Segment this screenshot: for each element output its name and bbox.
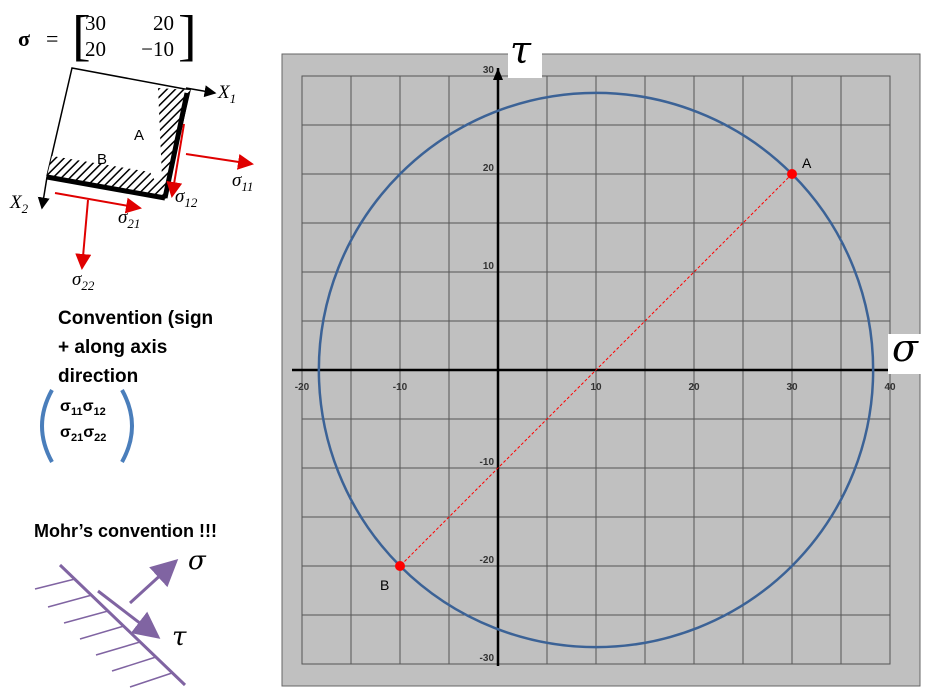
left-bracket: [	[72, 5, 91, 67]
mohr-hatching	[34, 578, 173, 688]
x-tick-label: 30	[786, 382, 798, 393]
y-tick-label: -10	[480, 457, 495, 468]
convention-line-3: direction	[58, 366, 139, 387]
x-tick-label: 40	[884, 382, 896, 393]
y-tick-label: 10	[483, 261, 495, 272]
hatched-face-a	[145, 88, 190, 198]
mohr-circle	[317, 91, 875, 649]
convention-row-1: σ11σ12	[60, 398, 106, 419]
x1-label: X1	[217, 82, 236, 106]
matrix-cell-22: −10	[141, 37, 174, 61]
mohr-tau-arrow	[97, 589, 161, 639]
sigma12-label: σ12	[175, 186, 198, 210]
sigma11-arrow	[185, 153, 254, 170]
face-a-edge	[162, 92, 190, 199]
convention-matrix-parens	[40, 389, 134, 463]
matrix-cell-12: 20	[153, 11, 174, 35]
convention-row-2: σ21σ22	[60, 424, 107, 445]
mohr-sigma-arrow	[128, 558, 179, 605]
mohr-convention-label: Mohr’s convention !!!	[34, 521, 217, 541]
matrix-cell-21: 20	[85, 37, 106, 61]
diameter-line	[399, 173, 793, 567]
matrix-equals: =	[46, 26, 59, 51]
sigma21-arrow	[54, 192, 142, 214]
sigma22-label: σ22	[72, 269, 95, 293]
matrix-cell-11: 30	[85, 11, 106, 35]
sigma11-label: σ11	[232, 170, 253, 194]
mohr-convention-sketch: σ τ	[34, 546, 207, 688]
point-a	[787, 169, 797, 179]
tau-label-backdrop	[508, 40, 542, 78]
face-b-edge	[46, 174, 166, 201]
sigma-label-backdrop	[888, 334, 932, 374]
point-label-b: B	[380, 577, 389, 593]
sigma12-arrow	[166, 123, 185, 198]
right-bracket: ]	[178, 5, 197, 67]
x-tick-label: -20	[295, 382, 310, 393]
x1-axis-arrow	[185, 85, 217, 98]
x-tick-label: -10	[393, 382, 408, 393]
stress-matrix: σ = [ 30 20 20 −10 ]	[18, 5, 218, 70]
x-tick-label: 20	[688, 382, 700, 393]
x2-label: X2	[9, 192, 29, 216]
chart-marks: AB	[317, 91, 875, 649]
tick-labels: -20 -10 10 20 30 40 -30 -20 -10 10 20 30	[295, 65, 896, 664]
y-tick-label: -30	[480, 653, 495, 664]
sigma21-label: σ21	[118, 207, 140, 231]
tau-axis-arrowhead	[493, 68, 503, 80]
mohr-tau-label: τ	[172, 622, 187, 652]
face-a-label: A	[134, 127, 144, 144]
y-tick-label: 20	[483, 163, 495, 174]
matrix-symbol: σ	[18, 26, 30, 51]
sigma22-arrow	[75, 199, 92, 270]
convention-line-2: + along axis	[58, 337, 168, 358]
point-label-a: A	[802, 155, 812, 171]
sign-convention-text: Convention (sign + along axis direction	[58, 304, 248, 391]
y-tick-label: 30	[483, 65, 495, 76]
point-b	[395, 561, 405, 571]
mohr-plane-line	[58, 563, 187, 687]
mohr-sigma-label: σ	[188, 546, 207, 576]
convention-line-1: Convention (sign	[58, 308, 214, 329]
y-tick-label: -20	[480, 555, 495, 566]
stress-element-sketch: X1 X2 A B σ11 σ12 σ21 σ22	[9, 67, 254, 293]
face-b-label: B	[97, 151, 107, 168]
hatched-face-b	[47, 156, 165, 198]
x-tick-label: 10	[590, 382, 602, 393]
x-axis-label: σ	[892, 326, 918, 370]
y-axis-label: τ	[510, 28, 532, 72]
x2-axis-arrow	[37, 176, 50, 210]
